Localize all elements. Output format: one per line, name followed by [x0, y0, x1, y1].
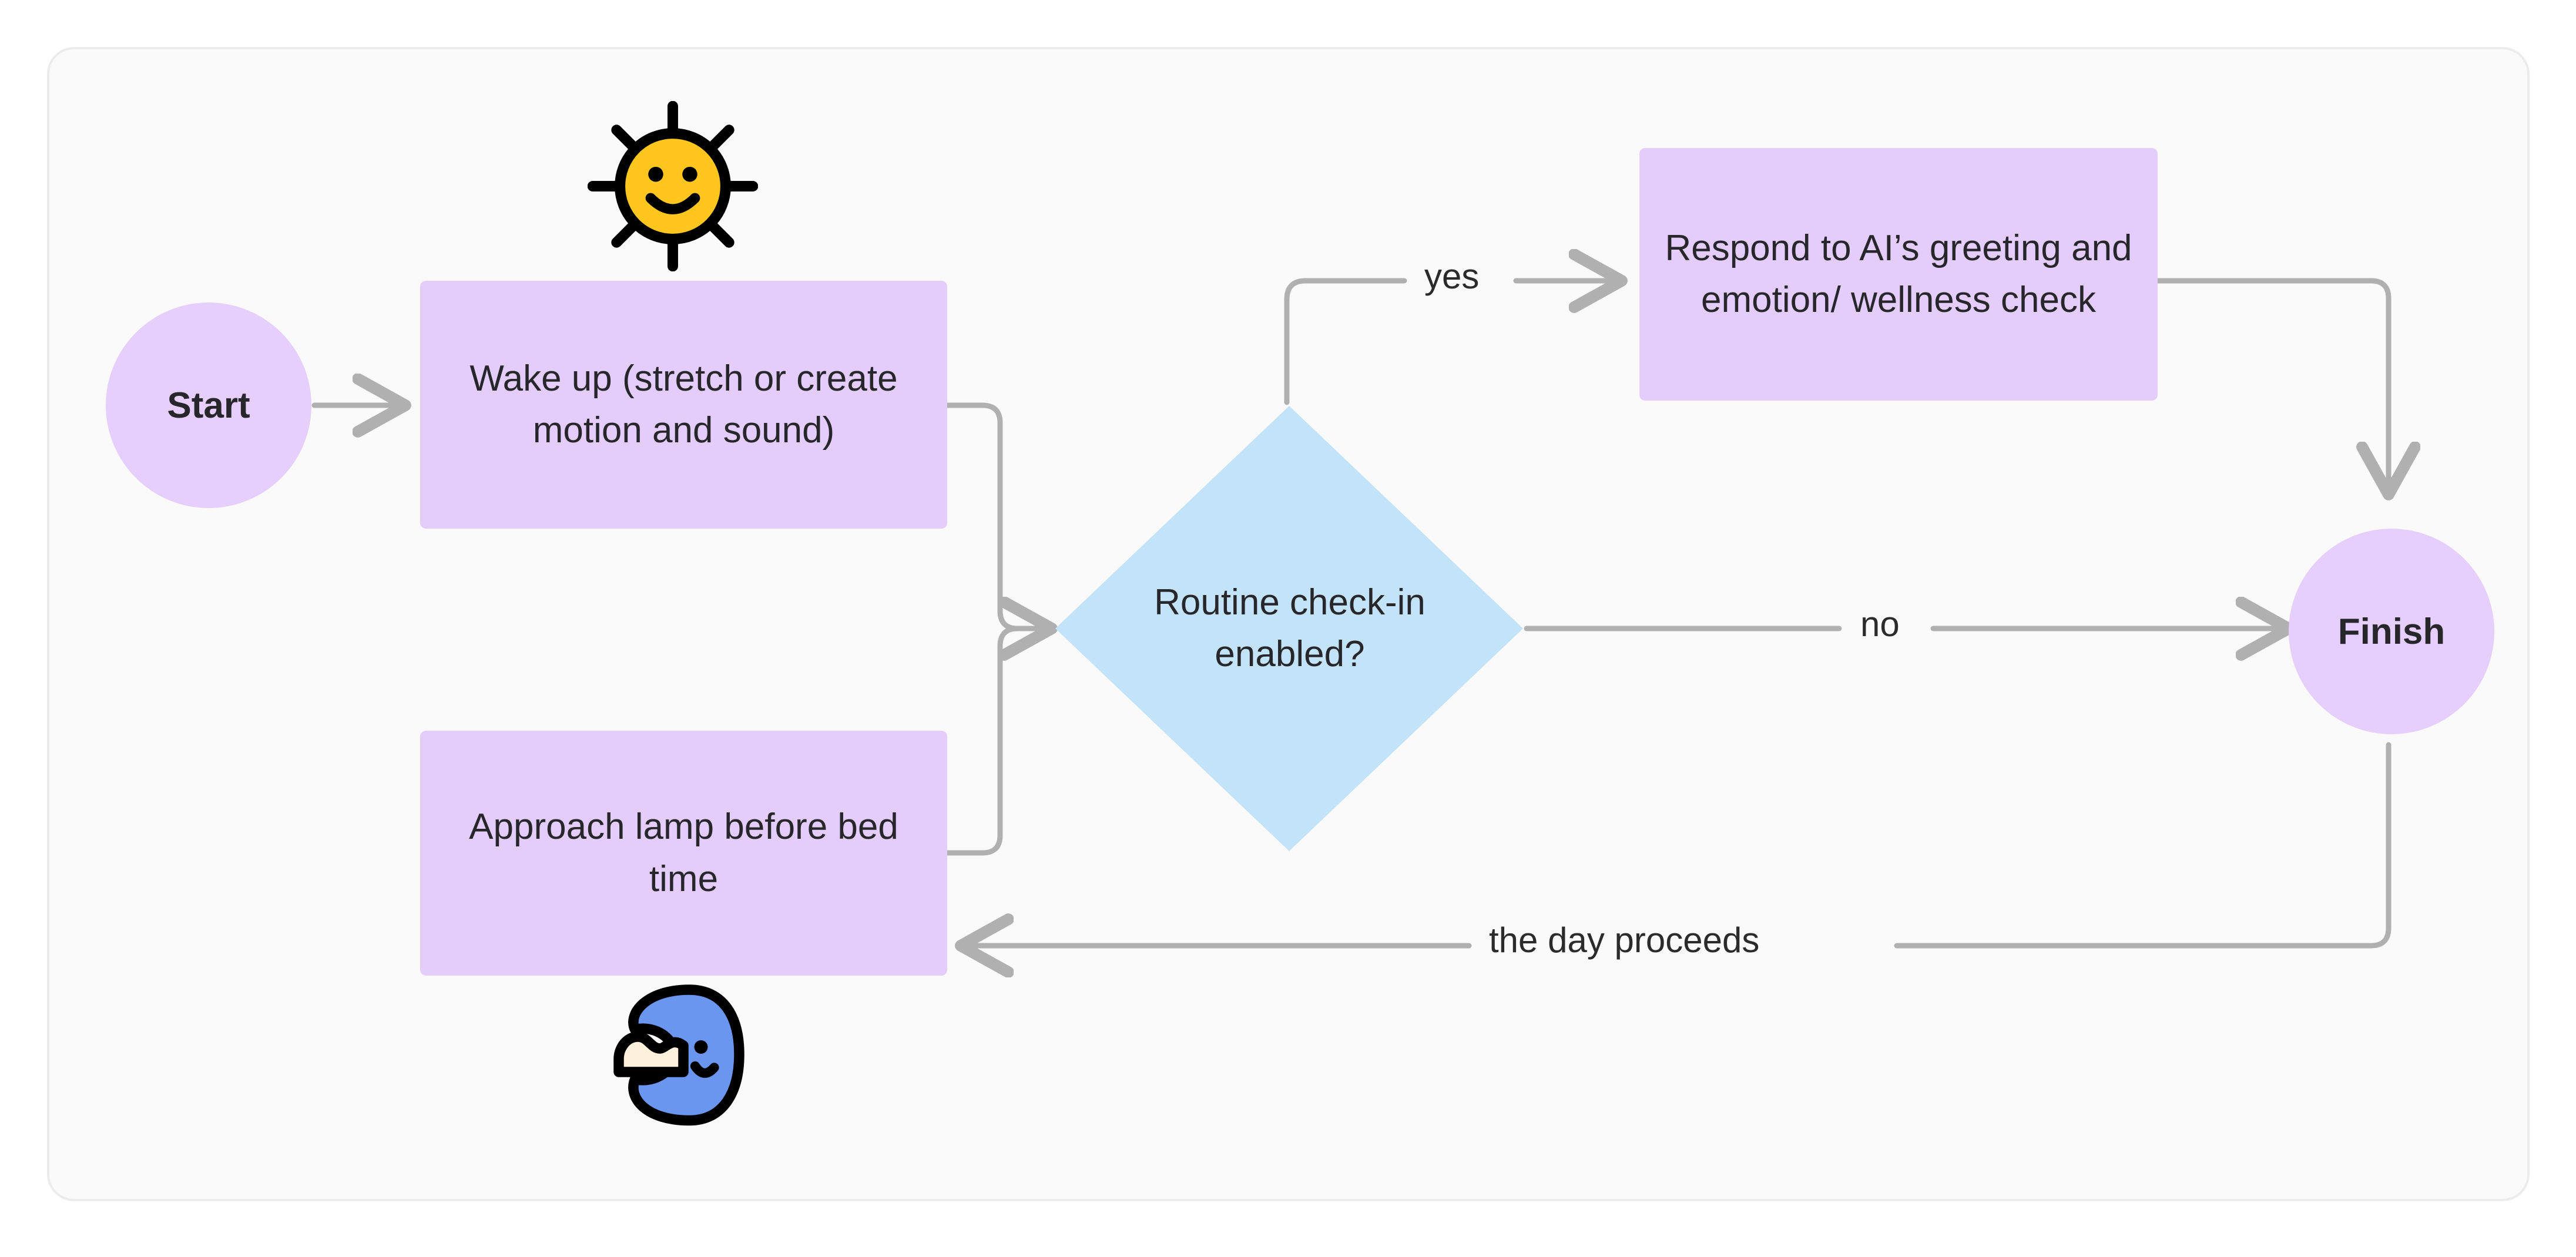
smiling-sun-icon [587, 100, 759, 272]
node-start[interactable]: Start [106, 303, 311, 508]
sun-icon-wrapper [587, 100, 759, 272]
node-start-label: Start [167, 385, 250, 426]
moon-icon-wrapper [598, 981, 745, 1128]
node-wake-up[interactable]: Wake up (stretch or create motion and so… [420, 281, 947, 529]
node-finish[interactable]: Finish [2289, 529, 2494, 734]
node-routine-check-shape[interactable] [1052, 402, 1527, 855]
node-finish-label: Finish [2337, 611, 2446, 652]
node-approach-lamp[interactable]: Approach lamp before bed time [420, 731, 947, 976]
node-respond-ai[interactable]: Respond to AI’s greeting and emotion/ we… [1639, 148, 2158, 401]
node-approach-lamp-label: Approach lamp before bed time [469, 806, 898, 899]
node-respond-ai-label: Respond to AI’s greeting and emotion/ we… [1665, 227, 2132, 320]
edge-label-yes: yes [1416, 257, 1488, 296]
sleeping-moon-icon [613, 984, 744, 1126]
edge-label-no: no [1852, 605, 1908, 644]
node-wake-up-label: Wake up (stretch or create motion and so… [469, 358, 898, 451]
edge-label-the-day-proceeds: the day proceeds [1481, 921, 1768, 960]
